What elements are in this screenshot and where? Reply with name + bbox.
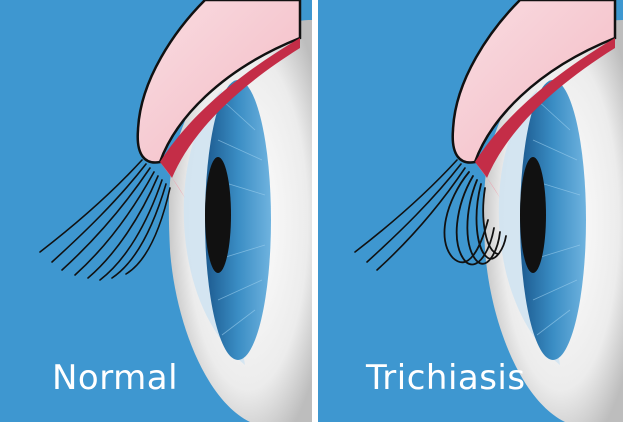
caption-normal: Normal: [52, 358, 178, 398]
pupil: [205, 157, 231, 273]
normal-panel: Normal: [0, 0, 312, 422]
pupil: [520, 157, 546, 273]
caption-trichiasis: Trichiasis: [366, 358, 526, 398]
trichiasis-panel: Trichiasis: [318, 0, 623, 422]
